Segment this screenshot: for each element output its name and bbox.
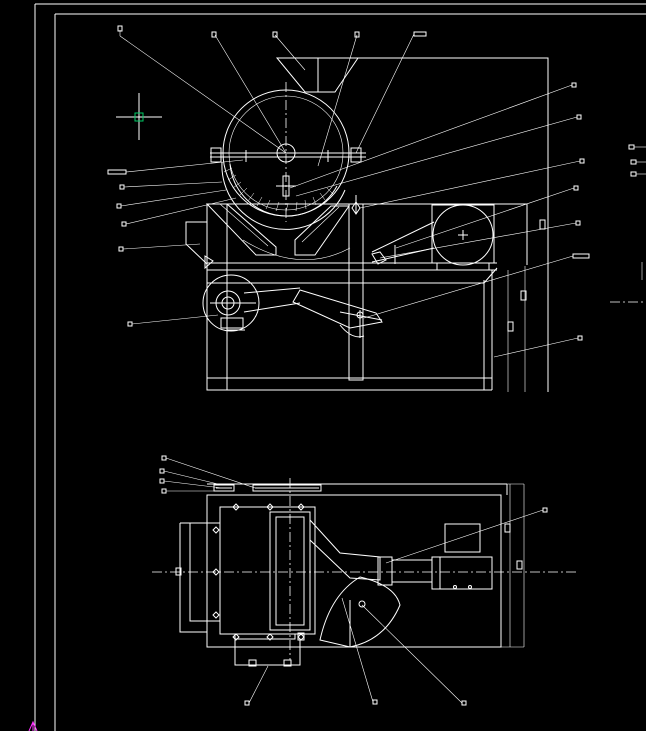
- plan-view: [152, 478, 576, 667]
- drawing-frame: [34, 3, 646, 731]
- front-leader-lines: [107, 25, 590, 358]
- ucs-icon: [28, 720, 38, 731]
- front-elevation-view: [185, 57, 549, 392]
- side-view-fragment: [610, 144, 646, 303]
- plan-leader-lines: [159, 455, 548, 706]
- crosshair-cursor-icon: [116, 93, 162, 140]
